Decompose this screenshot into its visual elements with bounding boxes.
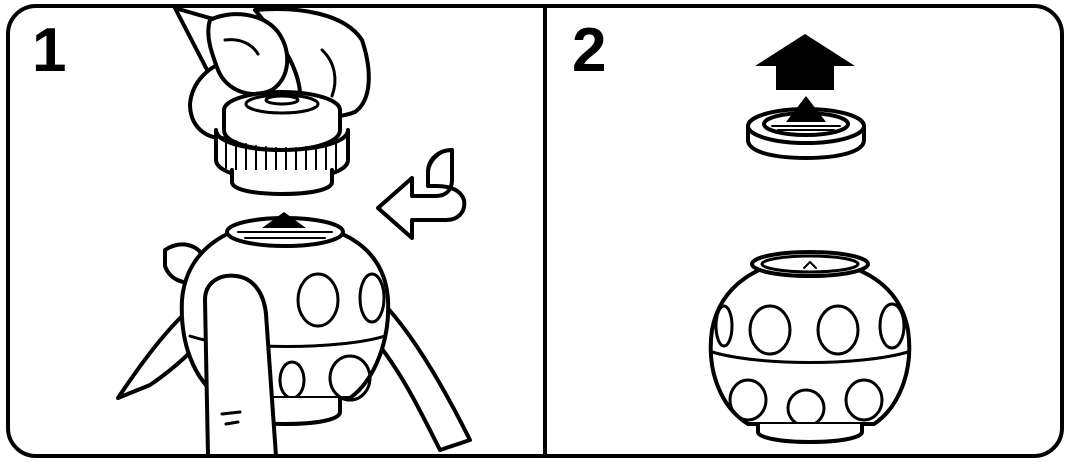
panel-1-illustration [118,8,470,456]
outer-frame [8,6,1062,456]
rotate-arrow-icon [378,150,464,238]
faucet-body [711,252,910,442]
aerator-cap [216,92,348,194]
step-number-1: 1 [32,20,66,82]
panel-2-illustration [711,34,910,442]
step-number-2: 2 [572,20,606,82]
aerator-screen [748,96,864,158]
faucet-body-with-hand [118,212,470,456]
up-arrow-icon [755,34,855,90]
